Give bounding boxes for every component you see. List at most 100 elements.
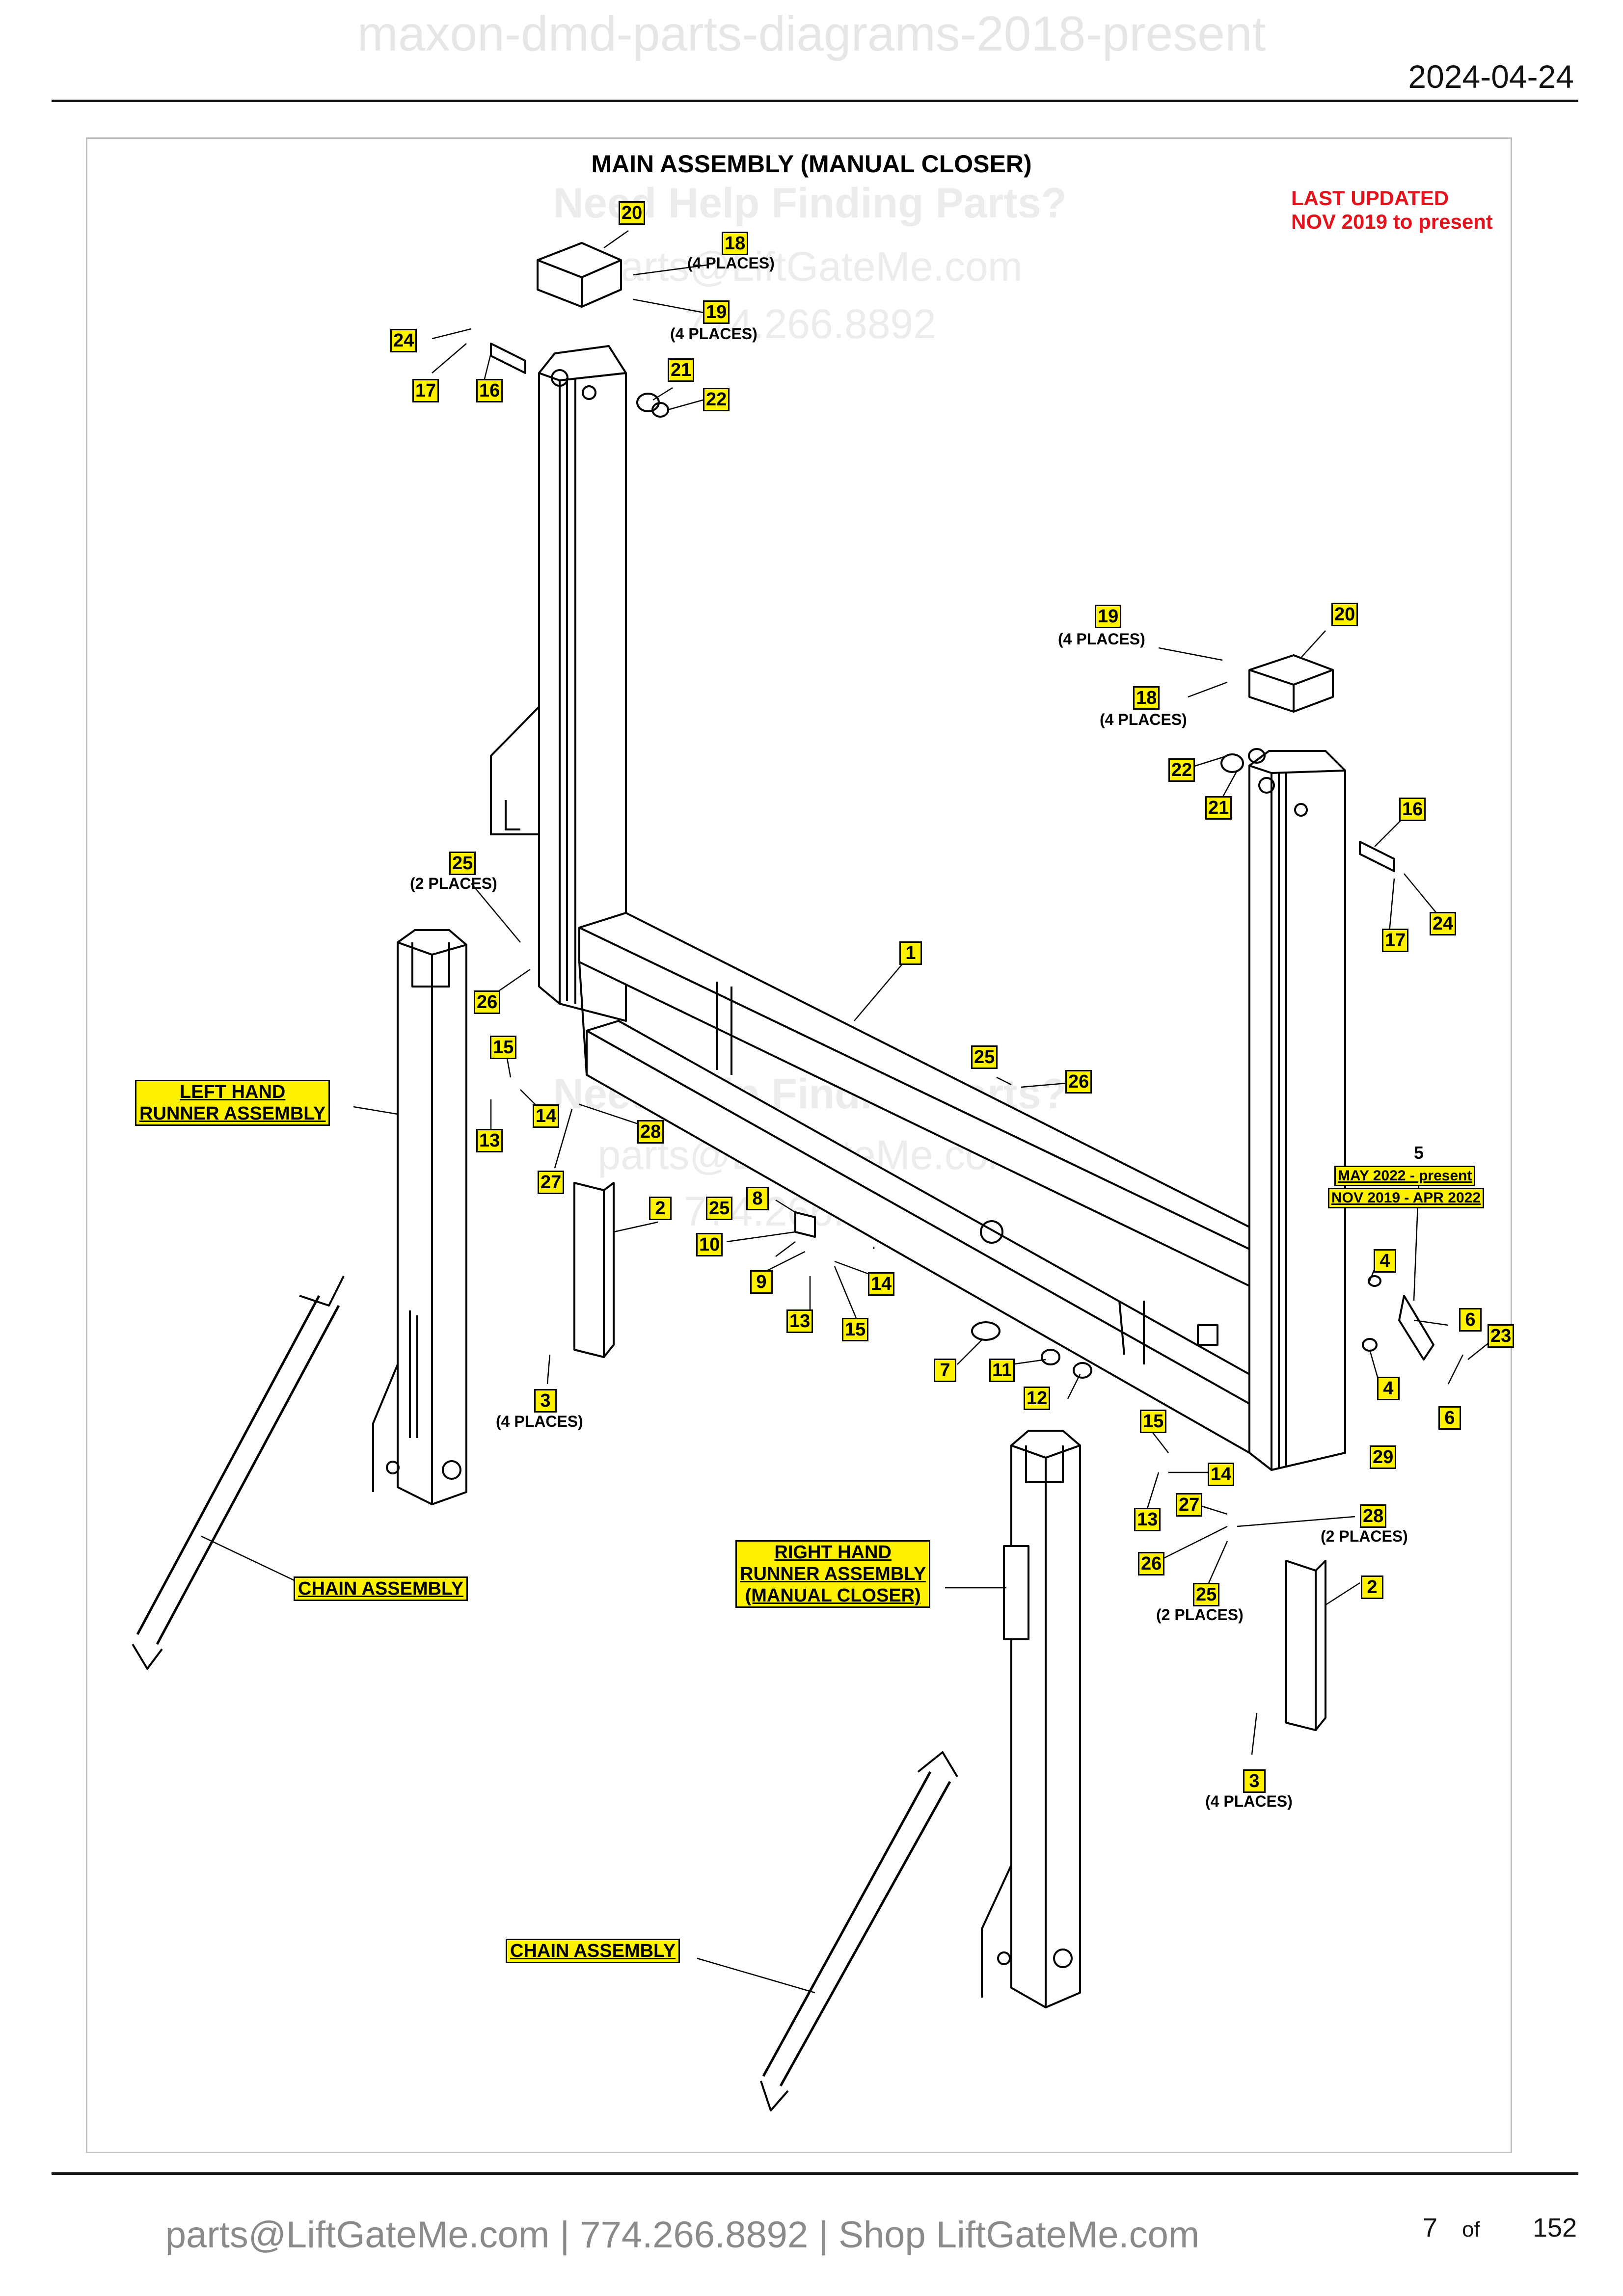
right-runner-label-line-1: RIGHT HAND xyxy=(774,1542,892,1563)
callout-14-left[interactable]: 14 xyxy=(533,1104,560,1128)
callout-29[interactable]: 29 xyxy=(1370,1445,1397,1469)
callout-18-right[interactable]: 18 xyxy=(1133,686,1160,710)
callout-9[interactable]: 9 xyxy=(750,1270,773,1294)
callout-22-left[interactable]: 22 xyxy=(703,388,730,411)
callout-16-left[interactable]: 16 xyxy=(476,379,503,402)
callout-18-left[interactable]: 18 xyxy=(722,232,749,255)
callout-24-right[interactable]: 24 xyxy=(1430,912,1457,935)
header-divider xyxy=(52,100,1578,102)
left-hand-runner-assembly-label[interactable]: LEFT HAND RUNNER ASSEMBLY xyxy=(135,1080,330,1126)
left-chain-assembly xyxy=(132,1276,345,1670)
callout-21-left[interactable]: 21 xyxy=(668,358,695,382)
callout-25-center[interactable]: 25 xyxy=(706,1197,733,1220)
last-updated-note: LAST UPDATED NOV 2019 to present xyxy=(1291,187,1493,234)
callout-19-left[interactable]: 19 xyxy=(703,300,730,324)
qty-18-right: (4 PLACES) xyxy=(1100,711,1187,728)
callout-8[interactable]: 8 xyxy=(746,1187,769,1210)
callout-3-right[interactable]: 3 xyxy=(1243,1769,1266,1793)
callout-25-left-upper[interactable]: 25 xyxy=(449,852,476,875)
callout-4-lower[interactable]: 4 xyxy=(1377,1377,1400,1400)
diagram-frame xyxy=(86,137,1512,2153)
callout-14-right[interactable]: 14 xyxy=(1208,1463,1235,1486)
qty-19-right: (4 PLACES) xyxy=(1058,630,1145,648)
pins-and-washers xyxy=(490,343,1434,1379)
right-runner-label-line-3: (MANUAL CLOSER) xyxy=(745,1585,921,1606)
callout-2-right[interactable]: 2 xyxy=(1361,1575,1383,1599)
last-updated-label: LAST UPDATED xyxy=(1291,187,1449,210)
chain-assembly-label-right[interactable]: CHAIN ASSEMBLY xyxy=(506,1939,680,1963)
callout-2-left[interactable]: 2 xyxy=(649,1197,672,1220)
footer-contact[interactable]: parts@LiftGateMe.com | 774.266.8892 | Sh… xyxy=(165,2214,1200,2256)
right-runner-label-line-2: RUNNER ASSEMBLY xyxy=(740,1564,926,1584)
callout-13-right[interactable]: 13 xyxy=(1134,1508,1161,1531)
callout-6-upper[interactable]: 6 xyxy=(1459,1308,1482,1332)
qty-3-left: (4 PLACES) xyxy=(496,1413,583,1430)
chain-assembly-label-left[interactable]: CHAIN ASSEMBLY xyxy=(294,1576,468,1601)
callout-7[interactable]: 7 xyxy=(934,1359,956,1382)
callout-4-upper[interactable]: 4 xyxy=(1374,1249,1396,1273)
callout-11[interactable]: 11 xyxy=(989,1359,1015,1382)
diagram-title: MAIN ASSEMBLY (MANUAL CLOSER) xyxy=(591,150,1032,178)
callout-26-left-upper[interactable]: 26 xyxy=(474,990,501,1014)
callout-15-center[interactable]: 15 xyxy=(842,1318,869,1341)
qty-18-left: (4 PLACES) xyxy=(687,254,775,272)
callout-28-right[interactable]: 28 xyxy=(1360,1504,1387,1528)
footer-divider xyxy=(52,2172,1578,2175)
callout-6-lower[interactable]: 6 xyxy=(1438,1406,1461,1430)
right-chain-assembly xyxy=(760,1751,958,2111)
leader-lines xyxy=(201,230,1493,1994)
callout-21-right[interactable]: 21 xyxy=(1205,796,1232,820)
callout-28-left[interactable]: 28 xyxy=(637,1120,664,1144)
left-upright xyxy=(490,345,627,1022)
right-hand-runner-assembly-label[interactable]: RIGHT HAND RUNNER ASSEMBLY (MANUAL CLOSE… xyxy=(735,1540,931,1608)
callout-15-left[interactable]: 15 xyxy=(490,1036,517,1059)
callout-19-right[interactable]: 19 xyxy=(1095,605,1122,628)
callout-27-left[interactable]: 27 xyxy=(538,1171,565,1194)
callout-15-right[interactable]: 15 xyxy=(1140,1410,1167,1433)
left-runner-label-line-2: RUNNER ASSEMBLY xyxy=(139,1103,326,1124)
top-caps xyxy=(537,242,1334,713)
callout-14-center[interactable]: 14 xyxy=(868,1272,895,1296)
page-number: 7 xyxy=(1423,2213,1438,2243)
callout-23[interactable]: 23 xyxy=(1488,1324,1515,1348)
callout-17-right[interactable]: 17 xyxy=(1382,929,1409,952)
right-upright xyxy=(1248,750,1346,1471)
last-updated-range: NOV 2019 to present xyxy=(1291,210,1493,233)
qty-19-left: (4 PLACES) xyxy=(670,325,757,343)
watermark-email-top: parts@LiftGateMe.com xyxy=(597,243,1023,290)
site-title-watermark: maxon-dmd-parts-diagrams-2018-present xyxy=(357,6,1266,61)
callout-3-left[interactable]: 3 xyxy=(534,1389,557,1413)
qty-3-right: (4 PLACES) xyxy=(1205,1792,1293,1810)
left-runner xyxy=(372,929,467,1505)
callout-27-right[interactable]: 27 xyxy=(1176,1493,1203,1517)
version-may-2022-label: MAY 2022 - present xyxy=(1334,1166,1476,1186)
callout-26-middle[interactable]: 26 xyxy=(1065,1070,1092,1094)
main-crossmember xyxy=(578,912,1250,1454)
qty-25-left: (2 PLACES) xyxy=(410,875,497,892)
wear-pads xyxy=(573,1182,1326,1731)
version-nov-2019-label: NOV 2019 - APR 2022 xyxy=(1328,1188,1485,1208)
callout-13-left[interactable]: 13 xyxy=(476,1129,503,1152)
callout-20-right[interactable]: 20 xyxy=(1331,603,1358,626)
qty-28-right: (2 PLACES) xyxy=(1321,1527,1408,1545)
callout-12[interactable]: 12 xyxy=(1024,1387,1051,1410)
left-runner-label-line-1: LEFT HAND xyxy=(180,1082,286,1102)
callout-24-left[interactable]: 24 xyxy=(390,329,417,352)
callout-25-middle[interactable]: 25 xyxy=(971,1045,998,1069)
callout-10[interactable]: 10 xyxy=(696,1233,723,1256)
callout-20-left[interactable]: 20 xyxy=(619,201,646,225)
qty-25-right: (2 PLACES) xyxy=(1156,1606,1244,1624)
callout-25-right[interactable]: 25 xyxy=(1193,1583,1220,1606)
callout-5-label: 5 xyxy=(1414,1143,1424,1163)
page-of-label: of xyxy=(1462,2217,1480,2242)
callout-1[interactable]: 1 xyxy=(899,941,922,965)
document-date: 2024-04-24 xyxy=(1408,58,1574,95)
callout-17-left[interactable]: 17 xyxy=(412,379,439,402)
page-total: 152 xyxy=(1533,2213,1577,2243)
callout-22-right[interactable]: 22 xyxy=(1168,758,1195,782)
callout-16-right[interactable]: 16 xyxy=(1399,798,1426,821)
callout-13-center[interactable]: 13 xyxy=(786,1309,813,1333)
right-runner xyxy=(981,1430,1081,2008)
callout-26-right[interactable]: 26 xyxy=(1138,1552,1165,1575)
